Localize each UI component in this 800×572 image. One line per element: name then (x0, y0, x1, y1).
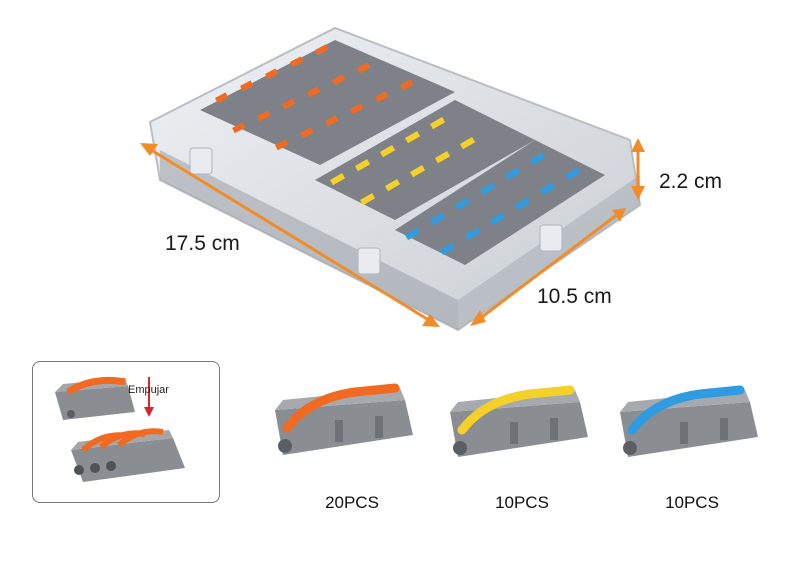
orange-connector-image (275, 383, 413, 455)
height-label: 2.2 cm (659, 170, 723, 193)
length-arrow (140, 143, 440, 327)
blue-qty-label: 10PCS (665, 493, 719, 512)
push-demo-image (55, 376, 185, 482)
blue-connector-rows (395, 140, 605, 265)
width-arrow (470, 208, 626, 326)
yellow-connector-image (450, 385, 588, 457)
length-label: 17.5 cm (165, 232, 240, 255)
single-connector-icon (55, 376, 135, 420)
push-down-arrow (144, 377, 154, 417)
orange-connector-rows (200, 40, 455, 165)
yellow-qty-label: 10PCS (495, 493, 549, 512)
height-arrow (631, 138, 645, 200)
orange-qty-label: 20PCS (325, 493, 379, 512)
blue-connector-image (620, 385, 758, 457)
yellow-connector-rows (315, 100, 535, 220)
push-label: Empujar (128, 384, 169, 396)
usage-inset: Empujar (32, 361, 220, 503)
width-label: 10.5 cm (537, 285, 612, 308)
connector-box-image (140, 26, 645, 332)
triple-connector-icon (71, 428, 185, 482)
